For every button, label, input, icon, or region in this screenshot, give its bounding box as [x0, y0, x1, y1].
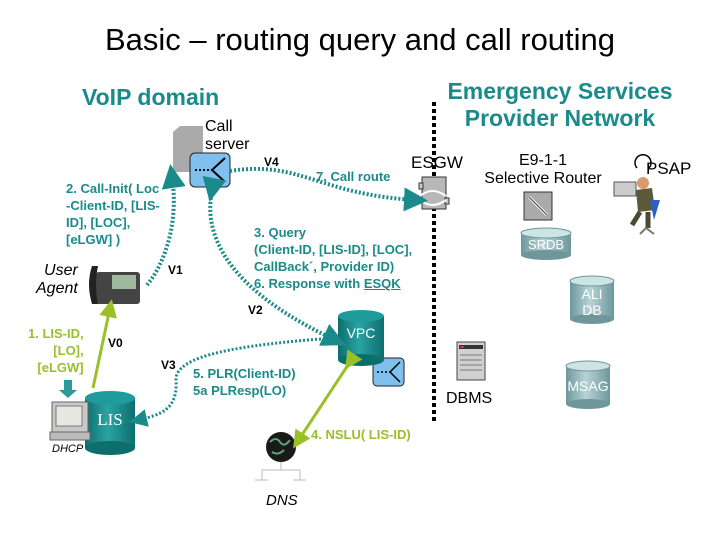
interface-v3: V3 [161, 358, 176, 372]
message-call-init: 2. Call-Init( Loc -Client-ID, [LIS- ID],… [66, 180, 160, 248]
interface-v2: V2 [248, 303, 263, 317]
sr-line1: E9-1-1 [518, 152, 568, 169]
dns-globe-icon [255, 432, 306, 481]
m2-line: 2. Call-Init( Loc [66, 181, 160, 196]
ali-line1: ALI [581, 286, 603, 302]
m6-prefix: 6. Response with [254, 276, 364, 291]
ali-line2: DB [582, 302, 602, 318]
m3-line: CallBack´, Provider ID) [254, 259, 395, 274]
esqk-link: ESQK [363, 276, 401, 291]
psap-label: PSAP [646, 159, 692, 178]
m6-line: 6. Response with ESQK [254, 275, 412, 292]
flow-nslu [293, 349, 363, 449]
dbms-server-icon [456, 341, 486, 381]
dbms-label: DBMS [446, 390, 493, 407]
m1-line: [LO], [53, 343, 84, 358]
ali-db-cylinder-icon [569, 275, 615, 324]
m3-line: (Client-ID, [LIS-ID], [LOC], [254, 242, 413, 257]
message-query: 3. Query (Client-ID, [LIS-ID], [LOC], Ca… [254, 224, 412, 292]
psap-operator-icon [613, 153, 660, 235]
m5-line: 5. PLR(Client-ID) [193, 366, 296, 381]
esgw-label: ESGW [411, 153, 463, 172]
m3-line: 3. Query [254, 225, 307, 240]
m5-line: 5a PLResp(LO) [193, 383, 287, 398]
flow-call-route [229, 166, 428, 212]
interface-v0: V0 [108, 336, 123, 350]
srdb-cylinder-icon [520, 227, 572, 260]
interface-v4: V4 [264, 155, 279, 169]
lis-cylinder-icon [85, 391, 135, 455]
dhcp-down-arrow [59, 380, 77, 398]
msag-cylinder-icon [565, 360, 611, 409]
m2-line: -Client-ID, [LIS- [66, 198, 160, 213]
message-plr: 5. PLR(Client-ID) 5a PLResp(LO) [193, 365, 296, 399]
interface-v1: V1 [168, 263, 183, 277]
esp-network-label: Emergency Services Provider Network [440, 78, 680, 132]
vpc-label: VPC [346, 325, 376, 341]
call-server-label: Call server [205, 118, 249, 154]
user-agent-label: User Agent [36, 262, 78, 298]
dhcp-computer-icon [49, 401, 91, 441]
call-server-line2: server [205, 136, 250, 153]
message-lis-id: 1. LIS-ID, [LO], [eLGW] [28, 325, 84, 376]
esp-line2: Provider Network [464, 105, 656, 131]
message-call-route: 7. Call route [316, 169, 391, 184]
esgw-icon [418, 176, 450, 210]
flow-query [202, 175, 346, 346]
ip-phone-icon [89, 266, 140, 304]
srdb-label: SRDB [527, 237, 565, 252]
message-nslu: 4. NSLU( LIS-ID) [311, 427, 411, 442]
sr-line2: Selective Router [484, 170, 602, 187]
call-server-line1: Call [205, 118, 233, 135]
selective-router-icon [523, 191, 553, 221]
esp-line1: Emergency Services [447, 78, 673, 104]
msag-label: MSAG [567, 378, 609, 394]
m1-line: [eLGW] [37, 360, 84, 375]
m2-line: [eLGW] ) [66, 232, 121, 247]
dhcp-label: DHCP [52, 443, 84, 455]
dns-label: DNS [266, 492, 298, 509]
m2-line: ID], [LOC], [66, 215, 131, 230]
flow-plr [129, 336, 334, 427]
m1-line: 1. LIS-ID, [28, 326, 84, 341]
vpc-router-icon [372, 357, 405, 387]
ua-line2: Agent [36, 280, 78, 297]
lis-label: LIS [97, 410, 123, 429]
selective-router-label: E9-1-1 Selective Router [478, 152, 608, 188]
flow-call-init [145, 164, 186, 287]
voip-domain-label: VoIP domain [82, 84, 220, 110]
flow-lis-id [91, 299, 117, 389]
ali-db-label: ALI DB [570, 286, 614, 318]
ua-line1: User [44, 262, 78, 279]
slide-title: Basic – routing query and call routing [104, 22, 616, 57]
